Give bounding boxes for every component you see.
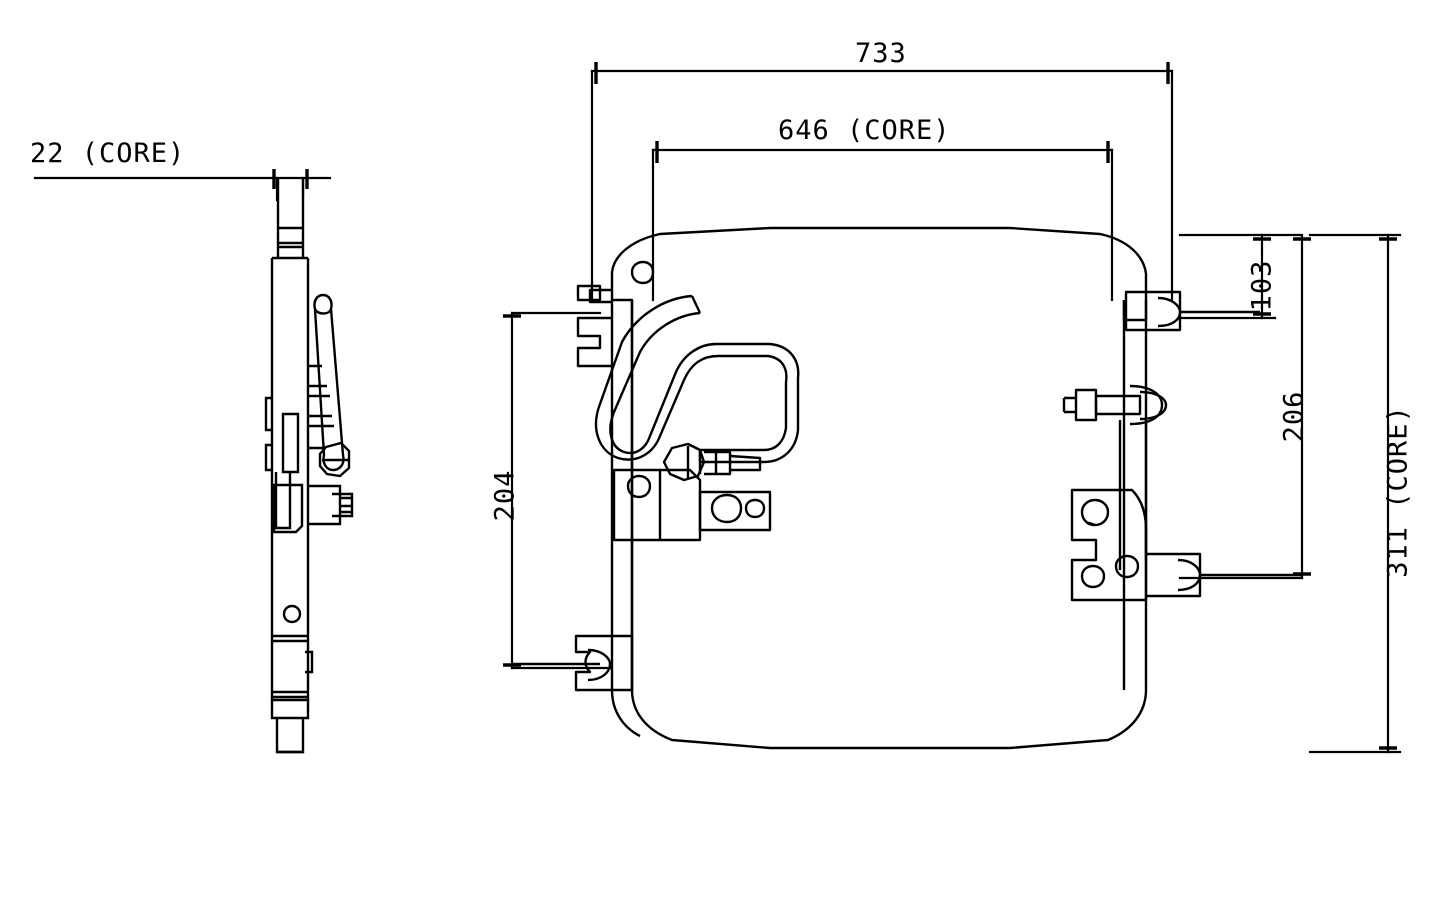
left-tank-outer-line xyxy=(610,300,641,738)
right-upper-tab-plate xyxy=(1124,290,1182,332)
front-view-group xyxy=(512,226,1302,750)
side-view-bottom-collar xyxy=(270,698,310,720)
left-bottom-hook-arc xyxy=(587,648,612,682)
condenser-core-outline xyxy=(610,226,1148,750)
side-view-top-neck xyxy=(276,178,305,258)
right-fitting-hex-nut xyxy=(1074,388,1098,422)
hose-loop-inner-wall xyxy=(609,311,800,464)
right-fitting-body xyxy=(1094,394,1142,416)
dim-label-733: 733 xyxy=(855,38,907,69)
inlet-fitting-seams xyxy=(686,446,702,478)
side-view-connector-bars xyxy=(308,364,334,450)
side-view-fitting-threads xyxy=(340,496,352,514)
inlet-fitting-nut xyxy=(662,442,706,482)
left-bracket-hole-a xyxy=(626,474,652,499)
side-view-pipe-cap-seam xyxy=(313,308,333,315)
side-view-neck-bands xyxy=(278,226,303,249)
left-upper-lug-tab xyxy=(576,284,602,302)
dimension-arrow-ticks xyxy=(272,62,1397,750)
left-step-bracket xyxy=(576,316,612,368)
side-view-bottom-stub xyxy=(275,718,305,754)
dim-label-311-core: 311 (CORE) xyxy=(1382,405,1414,578)
left-bracket-tab xyxy=(698,490,772,532)
side-view-fitting-block xyxy=(308,484,342,526)
left-lower-bracket-plate xyxy=(612,468,702,542)
right-upper-tab-hook xyxy=(1157,296,1182,328)
side-view-core-slab xyxy=(270,258,310,700)
right-bracket-hole-b xyxy=(1080,564,1106,589)
dim-label-646-core: 646 (CORE) xyxy=(778,115,951,146)
left-bottom-hook-tab xyxy=(574,634,634,692)
right-bracket-hole-c xyxy=(1114,554,1140,579)
right-upper-tab xyxy=(1122,300,1148,322)
hose-loop-outer-wall xyxy=(594,294,788,461)
side-view-band-a xyxy=(272,634,308,643)
side-view-core-window xyxy=(281,412,300,474)
right-lower-bracket xyxy=(1070,488,1148,602)
side-view-side-tab xyxy=(305,650,314,674)
side-view-band-b xyxy=(272,690,308,699)
left-bracket-hole-b xyxy=(710,493,743,524)
right-lower-hook-plate xyxy=(1146,552,1202,598)
right-bracket-hole-a xyxy=(1080,498,1110,527)
side-view-inlet-pipe xyxy=(313,293,345,472)
right-fitting-round-end xyxy=(1139,390,1168,421)
right-lower-hook-arc xyxy=(1177,558,1202,592)
side-view-lower-bracket xyxy=(272,483,304,534)
side-view-left-notch-b xyxy=(264,443,272,472)
side-view-group xyxy=(264,178,354,754)
left-bracket-hole-c xyxy=(744,498,766,519)
dim-label-206: 206 xyxy=(1278,390,1310,443)
side-view-bracket-lines xyxy=(274,472,292,530)
dim-label-103: 103 xyxy=(1246,259,1278,312)
dim-label-22-core: 22 (CORE) xyxy=(30,138,186,169)
right-fitting-stub xyxy=(1062,396,1076,414)
side-view-hex-nut xyxy=(318,441,351,478)
hose-loop-end-caps xyxy=(690,295,702,462)
left-upper-hole xyxy=(630,260,655,285)
dim-label-204: 204 xyxy=(489,469,521,522)
dimension-lines-group xyxy=(33,69,1402,754)
side-view-left-notch-a xyxy=(264,396,272,432)
inlet-fitting-tail xyxy=(729,454,762,472)
side-view-mount-hole xyxy=(282,604,302,624)
